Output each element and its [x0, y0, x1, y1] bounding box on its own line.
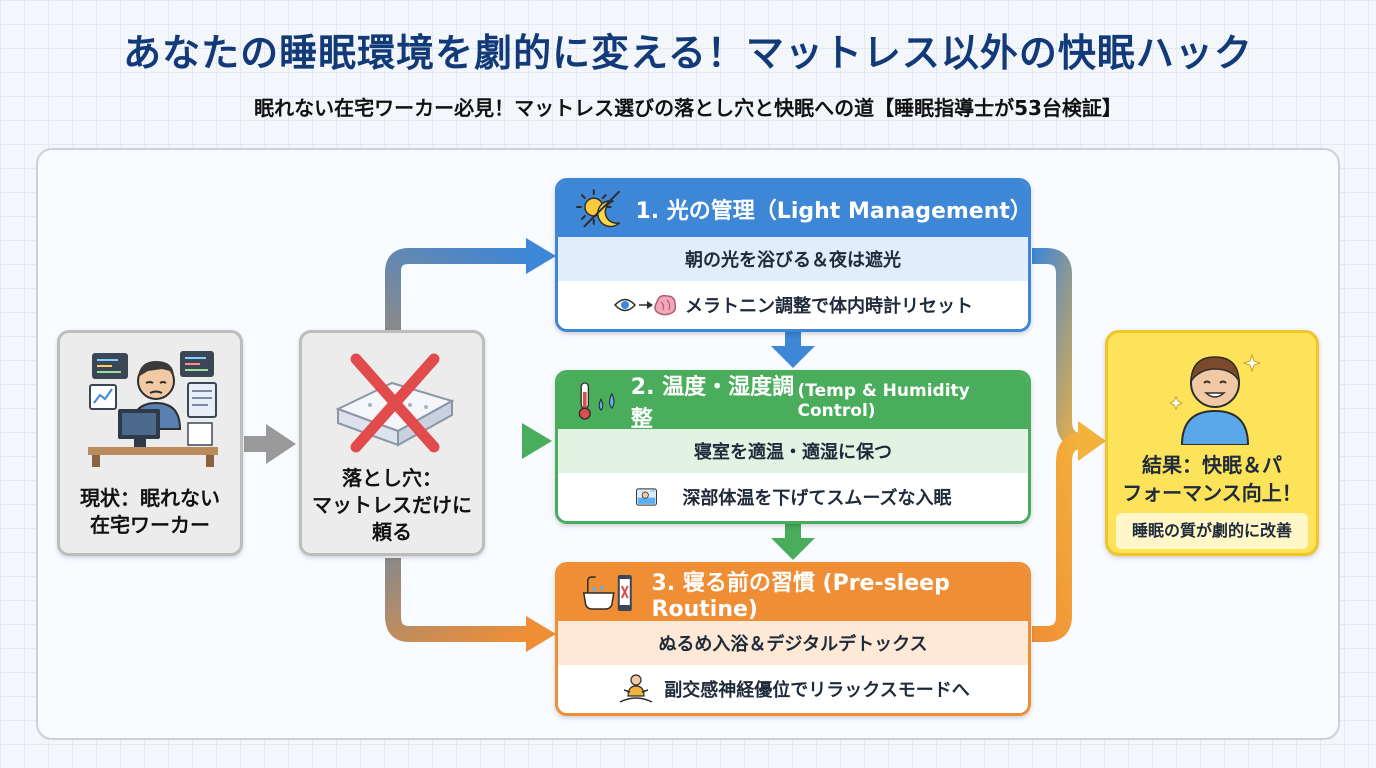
sleeping-person-icon: [636, 488, 658, 506]
pitfall-label-2: マットレスだけに: [312, 493, 472, 517]
arrow-current-to-pitfall: [244, 424, 296, 464]
happy-person-icon: [1170, 353, 1260, 445]
section-1-row-main: 朝の光を浴びる＆夜は遮光: [558, 237, 1028, 281]
section-1-detail-text: メラトニン調整で体内時計リセット: [685, 296, 973, 317]
section-2-title-en: (Temp & Humidity Control): [797, 381, 970, 421]
page-title: あなたの睡眠環境を劇的に変える！マットレス以外の快眠ハック: [123, 31, 1253, 75]
pitfall-label-3: 頼る: [372, 520, 412, 544]
section-1-title: 1. 光の管理（Light Management）: [635, 199, 1031, 224]
section-2-row-detail: 深部体温を下げてスムーズな入眠: [558, 473, 1028, 521]
result-subtext: 睡眠の質が劇的に改善: [1116, 513, 1308, 549]
section-2-detail-text: 深部体温を下げてスムーズな入眠: [682, 488, 952, 509]
thermometer-droplets-icon: [578, 382, 615, 420]
pitfall-label-1: 落とし穴：: [342, 466, 442, 490]
pitfall-box: 落とし穴： マットレスだけに 頼る: [299, 330, 485, 556]
section-light-management: 1. 光の管理（Light Management） 朝の光を浴びる＆夜は遮光 メ…: [555, 178, 1031, 332]
section-temp-humidity: 2. 温度・湿度調整 (Temp & Humidity Control) 寝室を…: [555, 370, 1031, 524]
section-1-header: 1. 光の管理（Light Management）: [558, 181, 1028, 237]
section-pre-sleep-routine: 3. 寝る前の習慣 (Pre-sleep Routine) ぬるめ入浴＆デジタル…: [555, 562, 1031, 716]
eye-to-brain-icon: [613, 294, 677, 316]
section-2-header: 2. 温度・湿度調整 (Temp & Humidity Control): [558, 373, 1028, 432]
section-3-row-detail: 副交感神経優位でリラックスモードへ: [558, 665, 1028, 713]
section-3-row-main: ぬるめ入浴＆デジタルデトックス: [558, 621, 1028, 665]
section-1-row-detail: メラトニン調整で体内時計リセット: [558, 281, 1028, 329]
result-title-1: 結果：快眠＆パ: [1142, 453, 1282, 477]
section-3-header: 3. 寝る前の習慣 (Pre-sleep Routine): [558, 565, 1028, 622]
result-title-2: フォーマンス向上！: [1122, 481, 1302, 505]
bathtub-phone-icon: [582, 575, 632, 611]
section-2-title: 2. 温度・湿度調整: [630, 375, 795, 432]
section-3-detail-text: 副交感神経優位でリラックスモードへ: [664, 680, 970, 701]
section-2-row-main: 寝室を適温・適湿に保つ: [558, 429, 1028, 473]
page-subtitle: 眠れない在宅ワーカー必見！マットレス選びの落とし穴と快眠への道【睡眠指導士が53…: [254, 96, 1122, 120]
current-state-label-1: 現状：眠れない: [80, 486, 220, 510]
section-3-title: 3. 寝る前の習慣 (Pre-sleep Routine): [651, 570, 950, 622]
sun-moon-icon: [575, 189, 621, 228]
tired-worker-icon: [88, 351, 218, 467]
current-state-label-2: 在宅ワーカー: [90, 513, 210, 537]
result-box: 結果：快眠＆パ フォーマンス向上！ 睡眠の質が劇的に改善: [1105, 330, 1319, 556]
meditation-icon: [619, 674, 653, 703]
crossed-mattress-icon: [335, 353, 455, 453]
current-state-box: 現状：眠れない 在宅ワーカー: [57, 330, 243, 556]
